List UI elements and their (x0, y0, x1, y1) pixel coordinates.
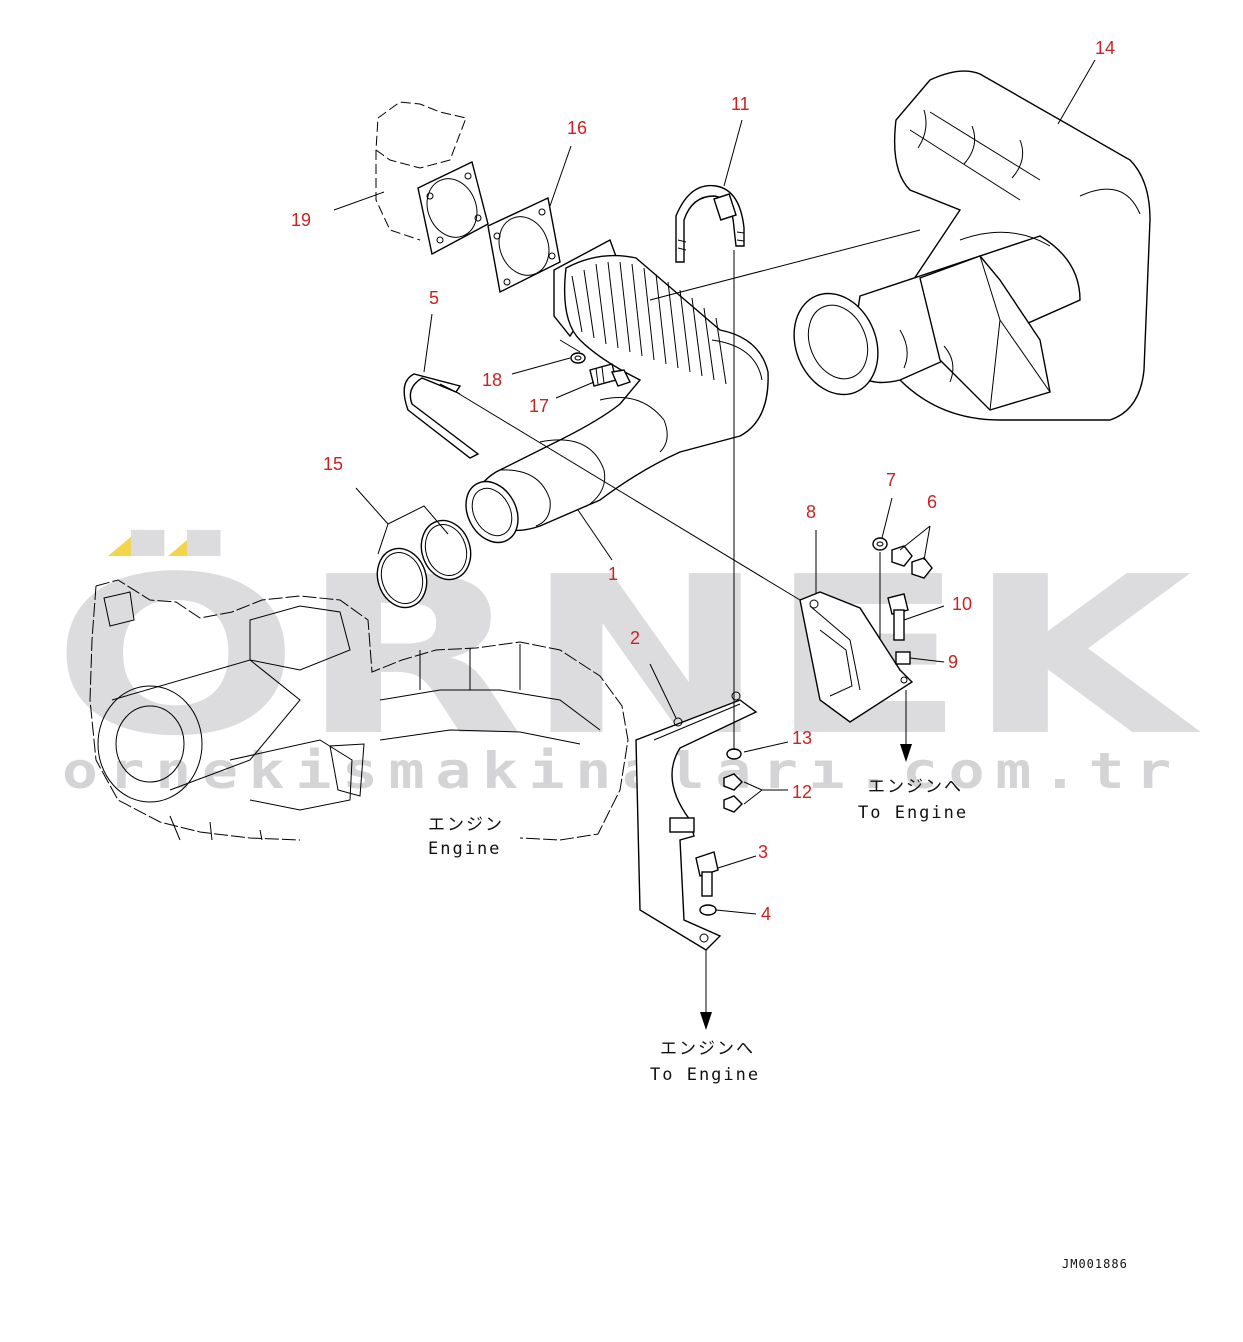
callout-8: 8 (806, 502, 816, 522)
engine-label-en: Engine (428, 839, 501, 859)
callout-4: 4 (761, 904, 771, 924)
part-1-intake-pipe (465, 239, 769, 544)
watermark-url: ornekismakinaları.com.tr (62, 742, 1182, 800)
to-engine-bottom-label-jp: エンジンへ (660, 1039, 755, 1059)
to-engine-right-label-jp: エンジンへ (868, 777, 963, 797)
callout-16: 16 (567, 118, 587, 138)
callout-2: 2 (630, 628, 640, 648)
text-labels: エンジン Engine エンジンへ To Engine エンジンへ To Eng… (428, 777, 1128, 1271)
to-engine-bottom-label-en: To Engine (650, 1065, 760, 1085)
part-13-washer (726, 748, 742, 760)
engine-outline (89, 579, 629, 841)
callout-3: 3 (758, 842, 768, 862)
callout-9: 9 (948, 652, 958, 672)
drawing-code: JM001886 (1062, 1257, 1128, 1271)
callout-15: 15 (323, 454, 343, 474)
callout-1: 1 (608, 564, 618, 584)
part-16-gasket (487, 196, 561, 294)
part-3-bolt (695, 851, 719, 897)
part-7-washer (872, 537, 888, 551)
callout-10: 10 (952, 594, 972, 614)
alignment-lines (455, 229, 921, 750)
part-10-bolt (887, 593, 909, 641)
watermark-brand: ÖRNEK (52, 530, 1201, 784)
part-4-washer (699, 904, 717, 916)
part-18-washer (570, 352, 586, 364)
callout-6: 6 (927, 492, 937, 512)
part-6-nuts (891, 545, 933, 579)
part-17-bolt (589, 363, 631, 387)
to-engine-right-label-en: To Engine (858, 803, 968, 823)
callout-14: 14 (1095, 38, 1115, 58)
part-12-nuts (723, 773, 743, 813)
callout-7: 7 (886, 470, 896, 490)
part-14-air-cleaner (793, 70, 1151, 421)
leader-lines (333, 59, 1096, 915)
part-19-duct-flange (375, 101, 489, 256)
part-9-collar (895, 651, 911, 665)
watermark-accent-right (168, 536, 214, 556)
callout-19: 19 (291, 210, 311, 230)
part-5-cable-tie (403, 373, 480, 459)
callout-11: 11 (731, 94, 750, 114)
callout-5: 5 (429, 288, 439, 308)
arrow-down-icon (700, 1012, 712, 1030)
watermark: ÖRNEK ornekismakinaları.com.tr (52, 530, 1201, 800)
part-11-u-clamp (675, 184, 745, 263)
callouts: 1 2 3 4 5 6 7 8 9 10 11 12 13 14 15 16 1… (291, 38, 1115, 924)
watermark-accent-left (108, 536, 156, 556)
callout-13: 13 (792, 728, 812, 748)
part-8-bracket (799, 591, 914, 762)
callout-17: 17 (529, 396, 549, 416)
arrow-down-icon (900, 744, 912, 762)
engine-label-jp: エンジン (428, 815, 504, 835)
part-2-bracket (635, 691, 758, 1030)
callout-12: 12 (792, 782, 812, 802)
part-15-o-rings (376, 519, 472, 609)
callout-18: 18 (482, 370, 502, 390)
